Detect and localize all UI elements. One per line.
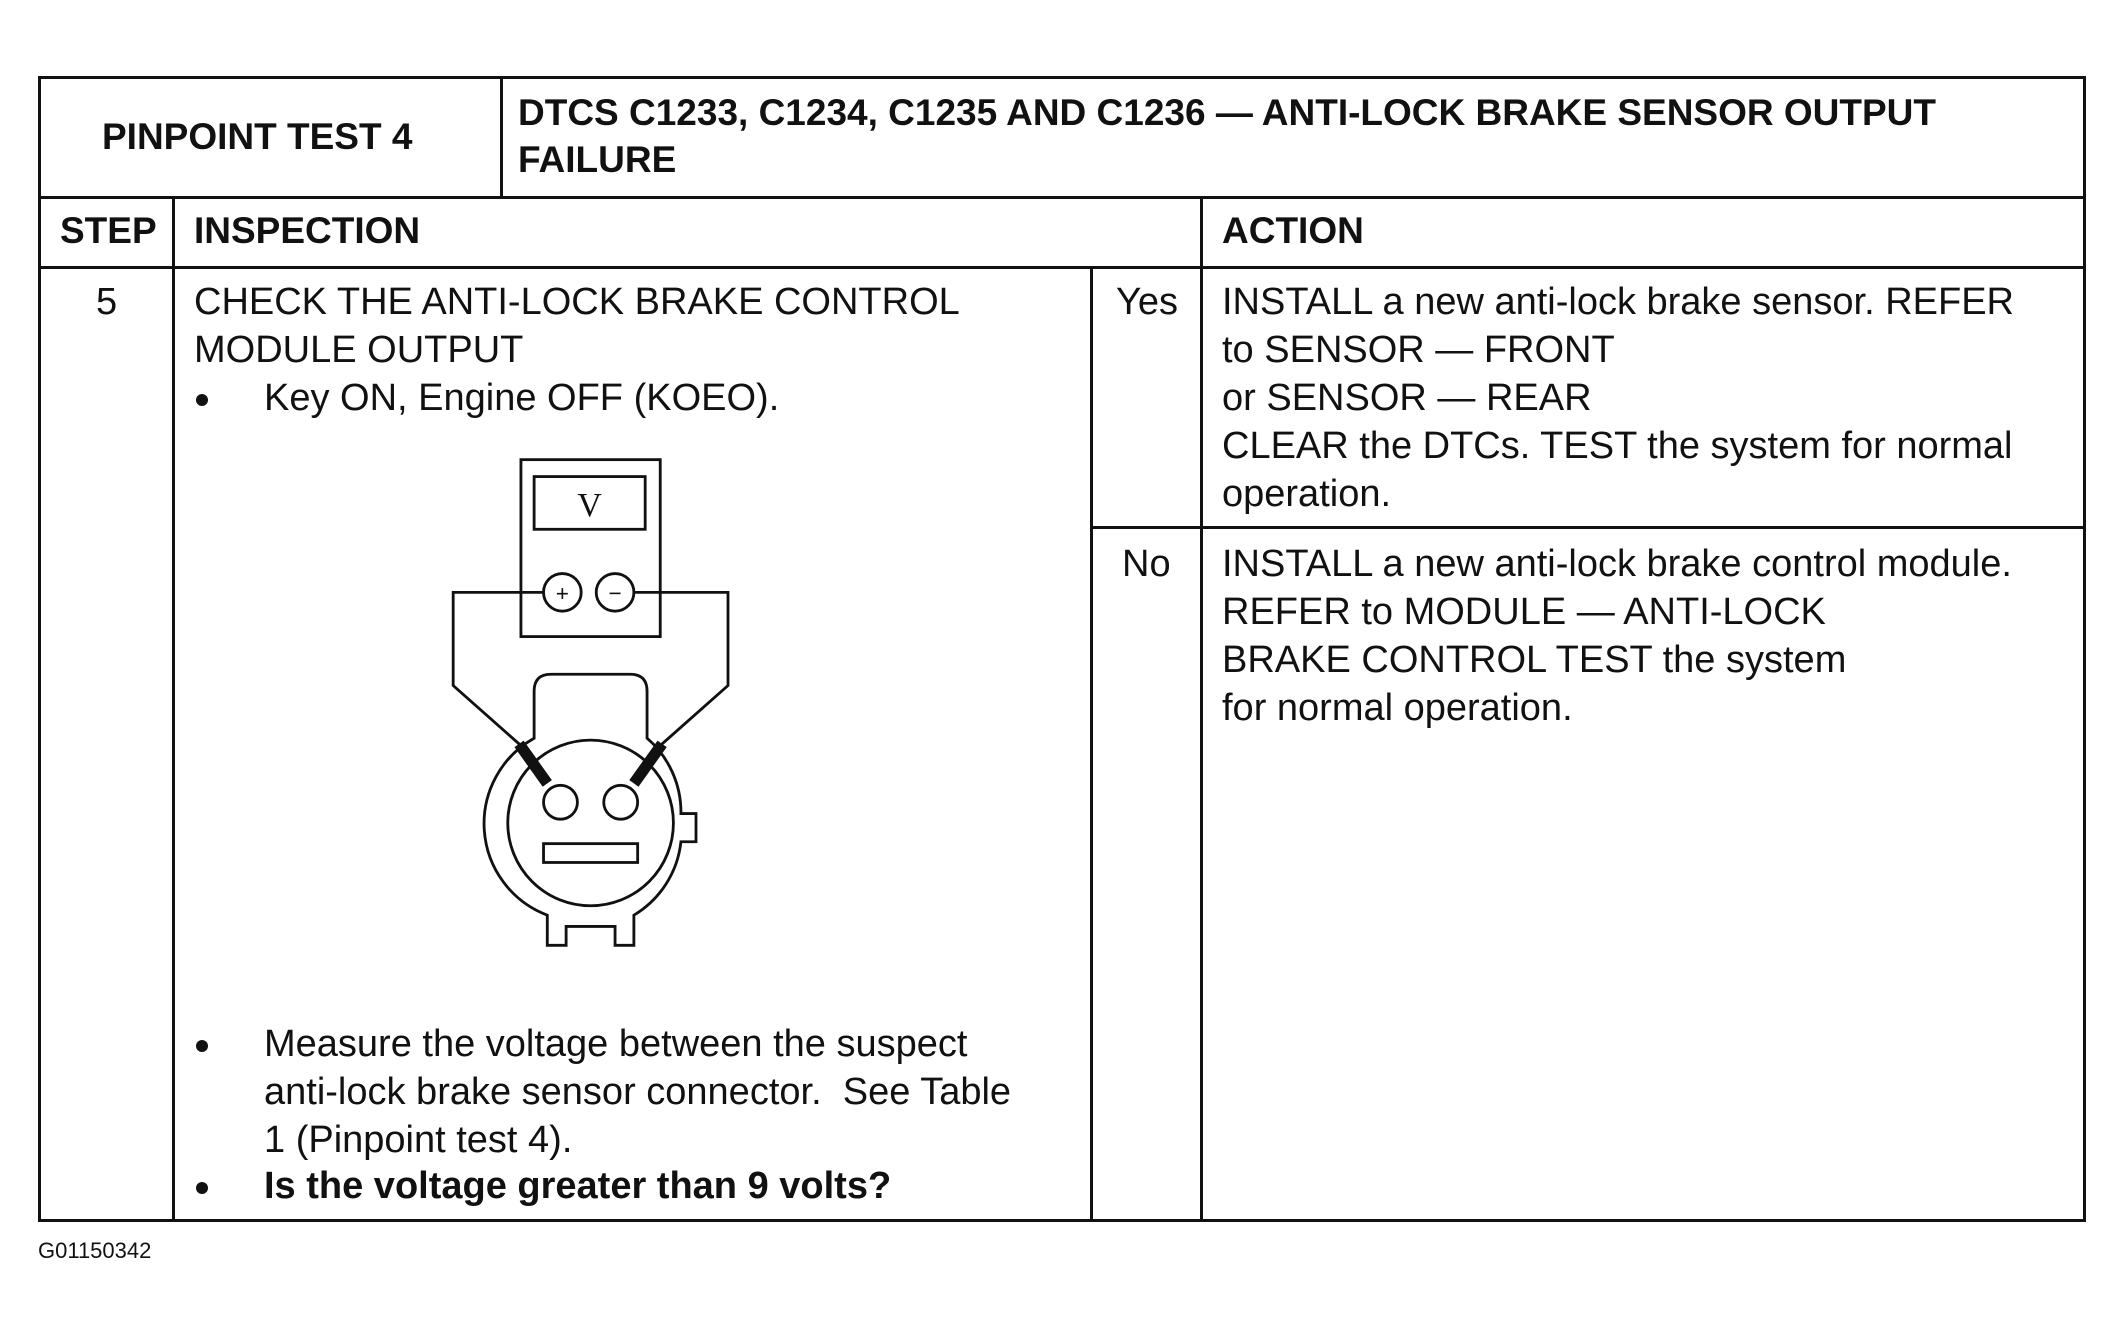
action-yes-line2: to SENSOR — FRONT	[1222, 329, 1615, 371]
meter-plus-terminal	[542, 572, 583, 613]
positive-probe-tip	[514, 740, 552, 787]
answer-column-divider	[1090, 266, 1093, 1222]
meter-minus-terminal	[594, 572, 636, 613]
inspection-title-line1: CHECK THE ANTI-LOCK BRAKE CONTROL	[194, 281, 960, 323]
positive-lead	[451, 590, 544, 773]
action-no-line4: for normal operation.	[1222, 687, 1573, 729]
inspection-bullet-measure-line3: 1 (Pinpoint test 4).	[264, 1119, 573, 1161]
dtc-title-line2: FAILURE	[518, 139, 677, 180]
connector-pin-left	[542, 783, 579, 821]
step-column-divider	[172, 196, 175, 1222]
meter-body	[519, 458, 662, 638]
inspection-bullet-koeo: Key ON, Engine OFF (KOEO).	[264, 377, 780, 419]
pinpoint-test-label: PINPOINT TEST 4	[102, 116, 413, 157]
inspection-question: Is the voltage greater than 9 volts?	[264, 1165, 892, 1207]
bullet-marker	[196, 1040, 208, 1052]
dtc-title-line1: DTCS C1233, C1234, C1235 AND C1236 — ANT…	[518, 92, 1936, 133]
inspection-column-header: INSPECTION	[194, 210, 421, 251]
figure-id: G01150342	[38, 1238, 152, 1263]
action-yes-line5: operation.	[1222, 473, 1392, 515]
action-no-line2: REFER to MODULE — ANTI-LOCK	[1222, 591, 1826, 633]
connector-face	[506, 738, 675, 908]
header-divider	[500, 76, 503, 198]
connector-housing	[482, 672, 698, 947]
header-bottom-rule	[38, 196, 2086, 199]
bullet-marker	[196, 1182, 208, 1194]
connector-pin-right	[602, 783, 640, 821]
answer-no: No	[1122, 543, 1171, 585]
action-column-divider	[1200, 196, 1203, 1222]
step-column-header: STEP	[60, 210, 157, 251]
meter-display-text: V	[577, 487, 602, 524]
answer-yes: Yes	[1116, 281, 1178, 323]
meter-display	[532, 475, 647, 531]
pinpoint-table	[38, 76, 2086, 1222]
action-yes-line4: CLEAR the DTCs. TEST the system for norm…	[1222, 425, 2013, 467]
step-number: 5	[96, 281, 118, 323]
inspection-title-line2: MODULE OUTPUT	[194, 329, 524, 371]
inspection-bullet-measure-line1: Measure the voltage between the suspect	[264, 1023, 968, 1065]
meter-plus-label: +	[556, 581, 569, 606]
connector-key-slot	[542, 842, 640, 864]
voltmeter-connector-diagram: V + −	[451, 458, 730, 947]
negative-lead	[633, 590, 730, 773]
action-no-line1: INSTALL a new anti-lock brake control mo…	[1222, 543, 2012, 585]
inspection-bullet-measure-line2: anti-lock brake sensor connector. See Ta…	[264, 1071, 1012, 1113]
yes-no-divider	[1090, 526, 2086, 529]
negative-probe-tip	[629, 740, 667, 787]
action-yes-line1: INSTALL a new anti-lock brake sensor. RE…	[1222, 281, 2014, 323]
column-header-bottom-rule	[38, 266, 2086, 269]
action-no-line3: BRAKE CONTROL TEST the system	[1222, 639, 1847, 681]
bullet-marker	[196, 394, 208, 406]
action-yes-line3: or SENSOR — REAR	[1222, 377, 1592, 419]
action-column-header: ACTION	[1222, 210, 1364, 251]
meter-minus-label: −	[608, 581, 621, 606]
